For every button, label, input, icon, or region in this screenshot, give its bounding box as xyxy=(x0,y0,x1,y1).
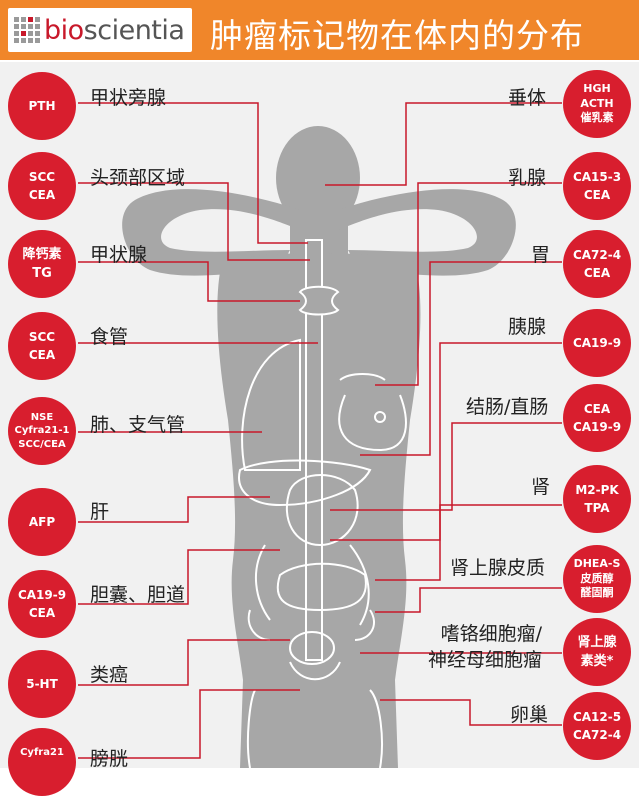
label-liver: 肝 xyxy=(90,501,110,523)
page-title: 肿瘤标记物在体内的分布 xyxy=(210,16,584,55)
logo-wordmark: bioscientia xyxy=(44,15,185,46)
marker-afp: AFP xyxy=(8,488,76,556)
marker-ca125-ca724: CA12-5 CA72-4 xyxy=(563,692,631,760)
organ-outlines xyxy=(238,239,407,768)
marker-ca724-cea: CA72-4 CEA xyxy=(563,230,631,298)
label-gallbladder-bile-duct: 胆囊、胆道 xyxy=(90,584,186,606)
label-lung-bronchus: 肺、支气管 xyxy=(90,414,186,436)
label-head-neck: 头颈部区域 xyxy=(90,167,186,189)
label-breast: 乳腺 xyxy=(508,167,547,189)
marker-scc-cea-esophagus: SCC CEA xyxy=(8,312,76,380)
marker-cea-ca199-colon: CEA CA19-9 xyxy=(563,384,631,452)
label-pheochromocytoma-neuroblastoma: 嗜铬细胞瘤/ 神经母细胞瘤 xyxy=(428,623,543,671)
marker-catecholamines: 肾上腺 素类* xyxy=(563,618,631,686)
marker-m2pk-tpa: M2-PK TPA xyxy=(563,465,631,533)
marker-hgh-acth-prolactin: HGH ACTH 催乳素 xyxy=(563,70,631,138)
marker-ca199-cea-gallbladder: CA19-9 CEA xyxy=(8,570,76,638)
label-parathyroid: 甲状旁腺 xyxy=(90,87,167,109)
label-ovary: 卵巢 xyxy=(510,704,549,726)
logo-prefix: bio xyxy=(44,15,84,46)
bioscientia-logo: bioscientia xyxy=(8,8,192,52)
label-thyroid: 甲状腺 xyxy=(90,244,148,266)
marker-nse-cyfra-scc-cea: NSE Cyfra21-1 SCC/CEA xyxy=(8,397,76,465)
marker-pth: PTH xyxy=(8,72,76,140)
leader-lines xyxy=(78,102,562,759)
marker-ca153-cea: CA15-3 CEA xyxy=(563,152,631,220)
marker-5ht: 5-HT xyxy=(8,650,76,718)
marker-ca199-pancreas: CA19-9 xyxy=(563,309,631,377)
marker-calcitonin-tg: 降钙素 TG xyxy=(8,230,76,298)
label-stomach: 胃 xyxy=(531,244,551,266)
marker-dheas-cortisol-aldosterone: DHEA-S 皮质醇 醛固酮 xyxy=(563,545,631,613)
label-colon-rectum: 结肠/直肠 xyxy=(466,396,549,418)
body-illustration xyxy=(78,102,562,768)
marker-scc-cea-head: SCC CEA xyxy=(8,152,76,220)
logo-suffix: scientia xyxy=(83,15,185,46)
label-esophagus: 食管 xyxy=(90,326,129,348)
label-pancreas: 胰腺 xyxy=(508,316,547,338)
marker-cyfra21: Cyfra21 xyxy=(8,728,76,796)
label-bladder: 膀胱 xyxy=(90,748,129,770)
header-banner: bioscientia 肿瘤标记物在体内的分布 xyxy=(0,0,639,60)
label-adrenal-cortex: 肾上腺皮质 xyxy=(450,557,546,579)
logo-grid-icon xyxy=(14,17,40,43)
label-kidney: 肾 xyxy=(531,476,551,498)
label-pituitary: 垂体 xyxy=(508,87,547,109)
label-carcinoid: 类癌 xyxy=(90,664,129,686)
